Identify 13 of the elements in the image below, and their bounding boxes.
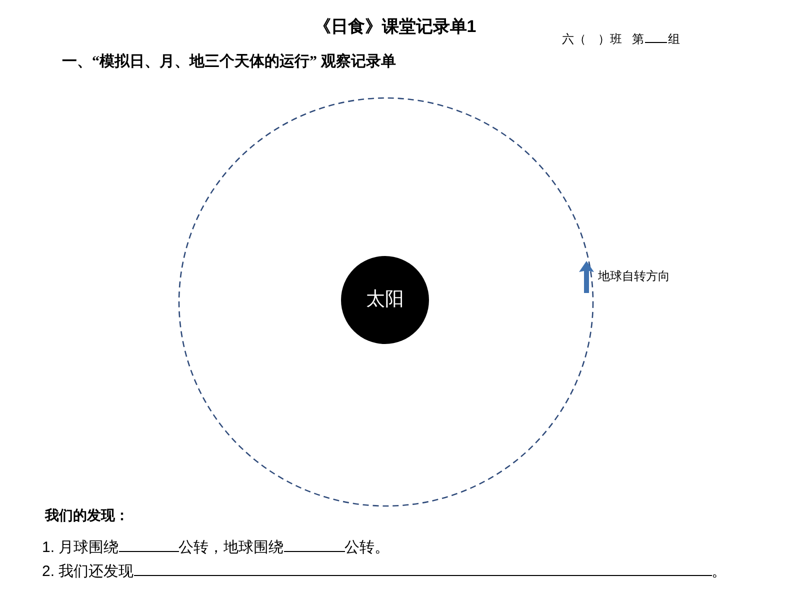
question-text: 1. 月球围绕 bbox=[42, 538, 119, 558]
group-label: 组 bbox=[668, 31, 680, 47]
class-label: 六（ ）班 bbox=[562, 31, 622, 47]
question-text: 2. 我们还发现 bbox=[42, 562, 134, 582]
group-label: 第 bbox=[632, 31, 644, 47]
question-text: 公转，地球围绕 bbox=[178, 538, 284, 558]
rotation-direction-label: 地球自转方向 bbox=[598, 268, 670, 284]
section-heading: 一、“模拟日、月、地三个天体的运行” 观察记录单 bbox=[62, 52, 396, 72]
question-text: 公转。 bbox=[344, 538, 390, 558]
findings-heading: 我们的发现： bbox=[45, 506, 129, 524]
worksheet-title: 《日食》课堂记录单1 bbox=[314, 16, 476, 38]
sun-label: 太阳 bbox=[366, 289, 404, 311]
full-stop: 。 bbox=[712, 562, 727, 582]
